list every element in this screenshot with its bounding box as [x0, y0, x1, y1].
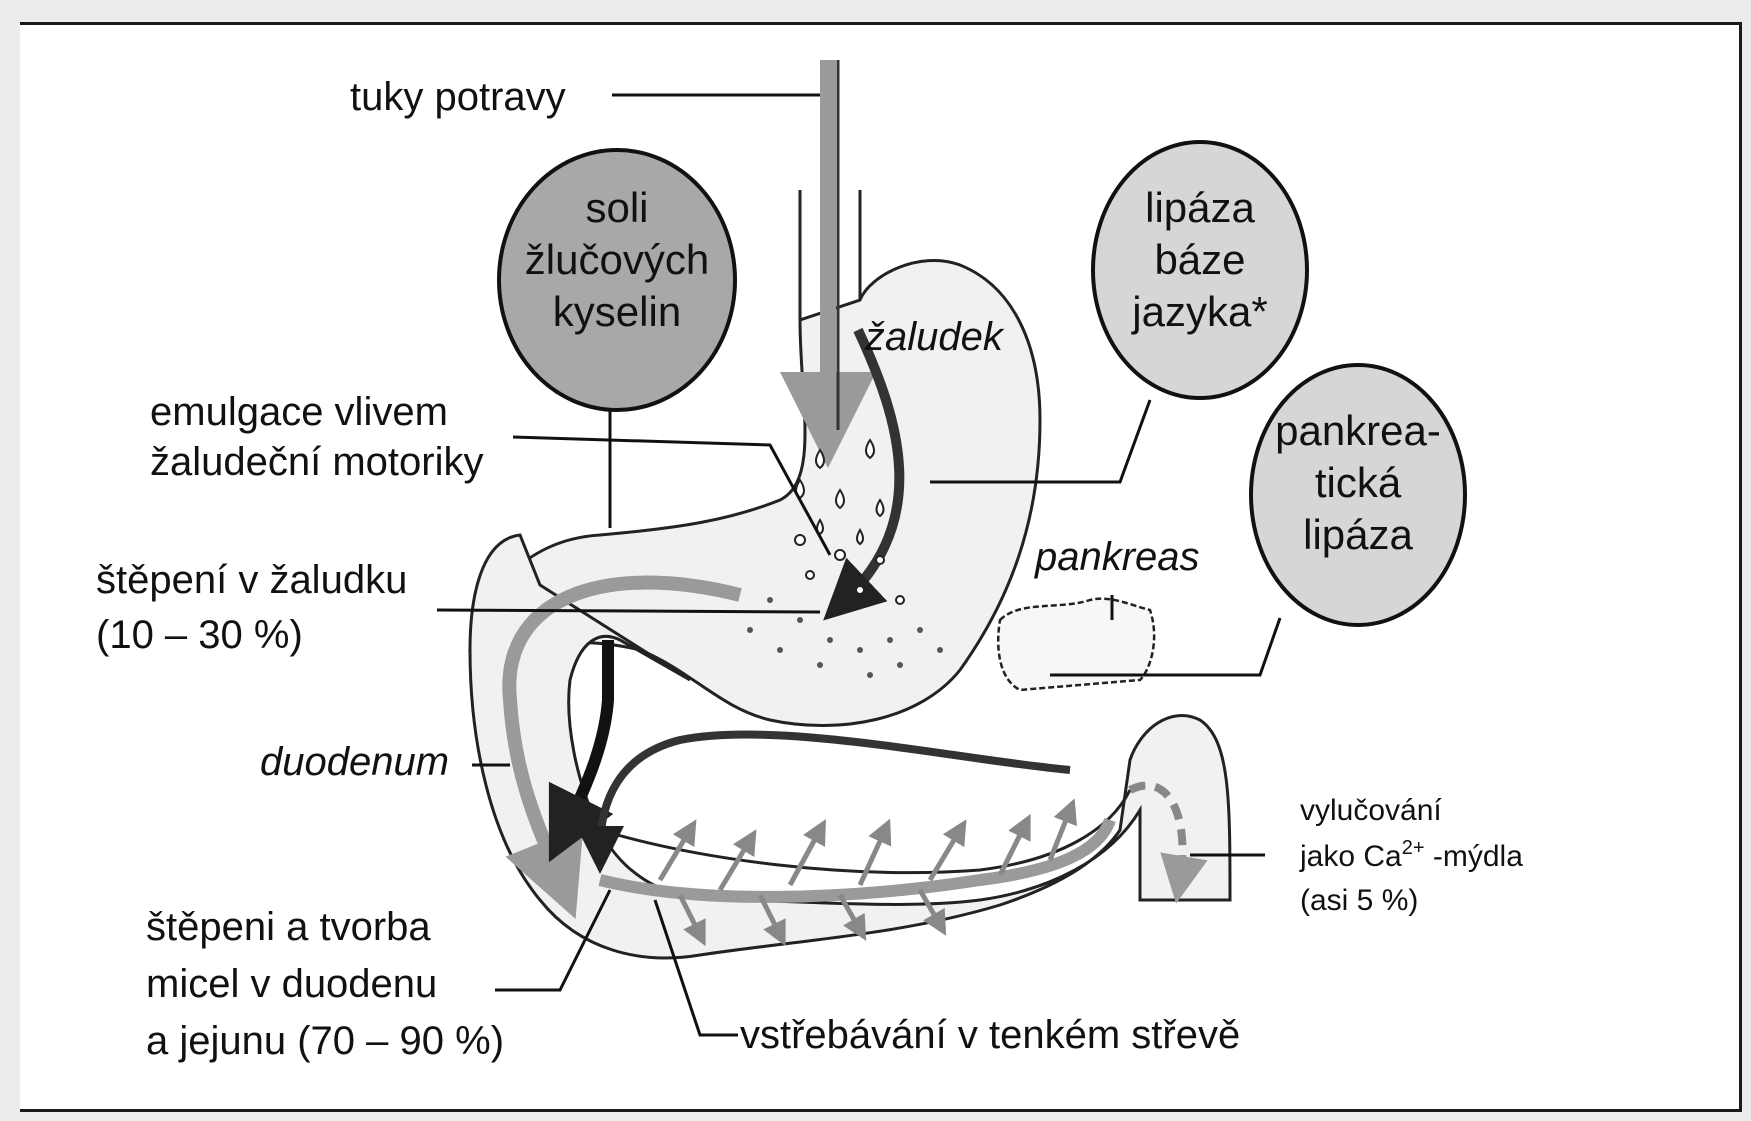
emulsification-label-line2: žaludeční motoriky — [150, 440, 483, 484]
duodenal-cleavage-label-line1: štěpeni a tvorba — [146, 905, 431, 949]
excretion-label-line2: jako Ca2+ -mýdla — [1299, 837, 1523, 873]
pancreatic-flow-arrow — [600, 734, 1070, 850]
excretion-label-line1: vylučování — [1300, 794, 1442, 827]
gastric-cleavage-label-line1: štěpení v žaludku — [96, 558, 407, 602]
lingual-lipase-circle: lipáza báze jazyka* — [1093, 142, 1307, 398]
bile-salts-line1: soli — [585, 184, 648, 231]
stomach-label: žaludek — [864, 315, 1005, 359]
bile-salts-line2: žlučových — [525, 236, 709, 283]
pancreatic-lipase-line3: lipáza — [1303, 511, 1413, 558]
absorption-label: vstřebávání v tenkém střevě — [740, 1013, 1240, 1057]
bile-salts-line3: kyselin — [553, 288, 681, 335]
lingual-lipase-line3: jazyka* — [1130, 288, 1267, 335]
pancreatic-lipase-line2: tická — [1315, 459, 1402, 506]
pancreas-label: pankreas — [1034, 535, 1200, 579]
gastric-cleavage-label-line2: (10 – 30 %) — [96, 613, 303, 657]
dietary-fat-label: tuky potravy — [350, 75, 566, 119]
duodenal-cleavage-label-line2: micel v duodenu — [146, 962, 437, 1006]
lingual-lipase-line2: báze — [1154, 236, 1245, 283]
bile-salts-circle: soli žlučových kyselin — [499, 150, 735, 410]
emulsification-label-line1: emulgace vlivem — [150, 390, 448, 434]
excretion-label-line3: (asi 5 %) — [1300, 884, 1418, 917]
pancreatic-lipase-circle: pankrea- tická lipáza — [1251, 365, 1465, 625]
lingual-lipase-line1: lipáza — [1145, 184, 1255, 231]
duodenum-label: duodenum — [260, 740, 449, 784]
pancreatic-lipase-line1: pankrea- — [1275, 407, 1441, 454]
duodenal-cleavage-label-line3: a jejunu (70 – 90 %) — [146, 1019, 504, 1063]
